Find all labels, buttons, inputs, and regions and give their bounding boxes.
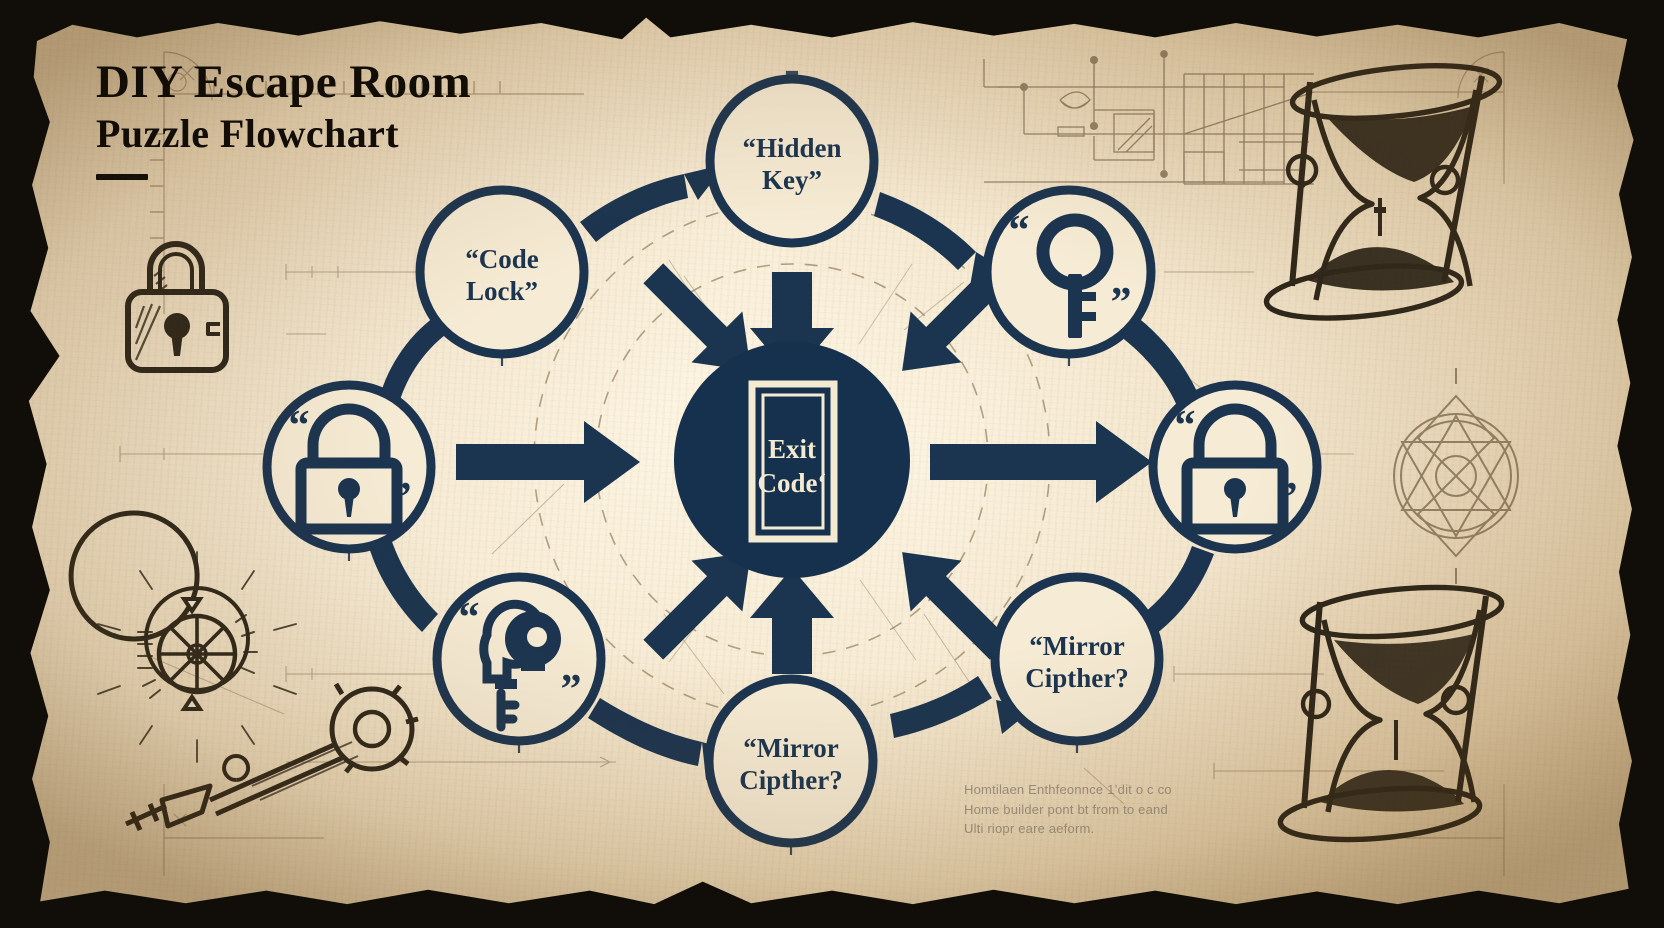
hourglass-sand xyxy=(1320,634,1474,812)
corner-rule-topleft xyxy=(150,51,584,314)
padlock-icon xyxy=(1181,403,1289,535)
node-label-line2: Cipther? xyxy=(1025,663,1129,693)
outer-ring-arrows xyxy=(354,164,1218,780)
center-label-line1: Exit xyxy=(768,434,816,464)
arrow-up-to-center xyxy=(750,568,834,674)
arrow-bulbkey-to-mirrorbottom xyxy=(588,698,702,766)
gear-dial-sketch xyxy=(68,510,297,763)
caption-line-2: Home builder pont bt from to eand xyxy=(964,801,1168,817)
center-node[interactable] xyxy=(674,342,910,578)
caption-line-3: Ulti riopr eare aeform. xyxy=(964,821,1095,836)
arrow-bulbkey-to-padlockleft xyxy=(368,536,438,632)
flowchart-layer: Exit Code‘ “CodeLock”“HiddenKey”“”“”“Mir… xyxy=(262,74,1322,848)
title-line-1: DIY Escape Room xyxy=(96,56,472,108)
node-label-line1: “Code xyxy=(465,244,539,274)
hourglass-sand-bottom xyxy=(1306,247,1454,291)
arrow-padlockright-to-mirrorright xyxy=(1140,546,1214,634)
node-label-line1: “Hidden xyxy=(742,133,841,163)
node-bulb-key[interactable]: “” xyxy=(432,572,606,746)
padlock-icon xyxy=(295,403,403,535)
open-quote-mark: “ xyxy=(1175,403,1196,449)
star-mandala-sketch xyxy=(1393,368,1519,584)
title-line-2: Puzzle Flowchart xyxy=(96,111,399,156)
node-label-line1: “Mirror xyxy=(1029,631,1124,661)
node-group: “CodeLock”“HiddenKey”“”“”“MirrorCipther?… xyxy=(262,74,1322,848)
key-icon xyxy=(1036,213,1114,338)
center-label-line2: Code‘ xyxy=(758,468,827,498)
hourglass-stream xyxy=(1374,198,1386,236)
footer-caption: Homtilaen Enthfeonnce 1’dit o c co Home … xyxy=(964,780,1172,839)
arrow-right-to-center xyxy=(456,421,640,503)
open-quote-mark: “ xyxy=(1009,208,1030,254)
node-key-icon[interactable]: “” xyxy=(982,185,1156,359)
arrow-diag-sw xyxy=(643,552,751,660)
arrow-codelock-to-hiddenkey xyxy=(580,174,688,242)
node-padlock-left[interactable]: “” xyxy=(262,380,436,554)
title-underline-rule xyxy=(96,174,148,180)
open-quote-mark: “ xyxy=(289,403,310,449)
hourglass-sand-top xyxy=(1324,106,1474,182)
arrow-hiddenkey-to-keyicon xyxy=(874,192,976,270)
skeleton-key-sketch xyxy=(124,682,419,832)
arrow-mirrorbottom-to-mirrorright xyxy=(890,676,992,738)
arrow-diag-ne xyxy=(902,263,1010,371)
page-title: DIY Escape Room Puzzle Flowchart xyxy=(96,59,471,180)
close-quote-mark: ” xyxy=(1111,280,1132,326)
caption-line-1: Homtilaen Enthfeonnce 1’dit o c co xyxy=(964,782,1172,797)
decoration-layer xyxy=(68,50,1519,876)
padlock-sketch-keyhole xyxy=(164,313,190,356)
arrow-diag-se xyxy=(902,552,1010,660)
close-quote-mark: ” xyxy=(561,667,582,713)
blueprint-floorplan xyxy=(983,50,1315,185)
open-quote-mark: “ xyxy=(459,595,480,641)
radial-burst xyxy=(97,551,297,763)
bulb-key-icon xyxy=(479,599,561,732)
arrow-right-to-padlockright xyxy=(930,421,1152,503)
node-label-line1: “Mirror xyxy=(743,733,838,763)
arrow-diag-nw xyxy=(643,263,751,371)
close-quote-mark: ” xyxy=(391,475,412,521)
node-label-line2: Lock” xyxy=(466,276,538,306)
arrow-keyicon-to-padlockright xyxy=(1120,316,1200,408)
padlock-sketch xyxy=(125,241,229,373)
node-padlock-right[interactable]: “” xyxy=(1148,380,1322,554)
node-label-line2: Cipther? xyxy=(739,765,843,795)
close-quote-mark: ” xyxy=(1277,475,1298,521)
node-label-line2: Key” xyxy=(762,165,822,195)
